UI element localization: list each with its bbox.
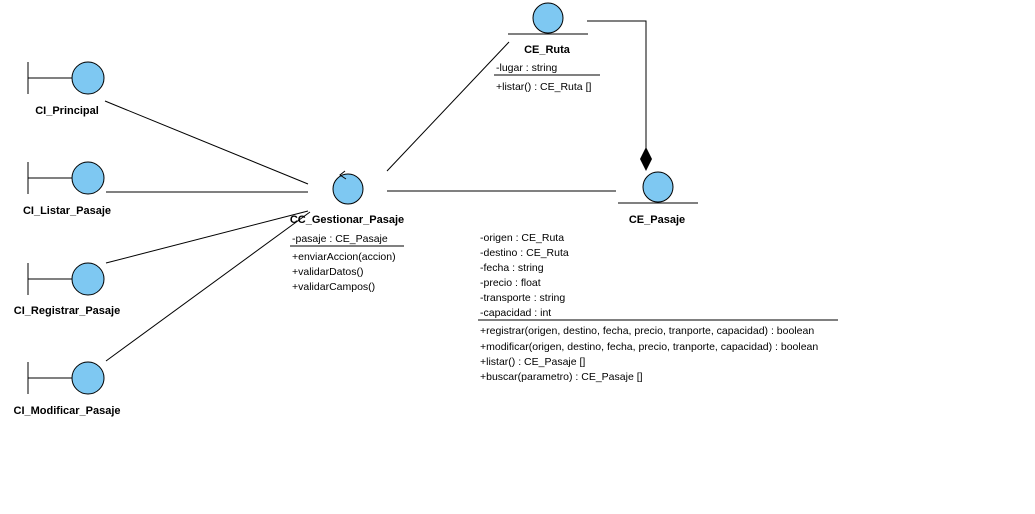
control-operation: +validarCampos() (292, 281, 375, 293)
boundary-icon (27, 262, 105, 296)
entity-attribute: -lugar : string (496, 62, 557, 74)
entity-icon (508, 2, 588, 35)
entity-operation: +registrar(origen, destino, fecha, preci… (480, 325, 814, 337)
entity-attribute: -destino : CE_Ruta (480, 247, 569, 259)
entity-ce-pasaje[interactable]: CE_Pasaje -origen : CE_Ruta -destino : C… (478, 171, 838, 383)
relation-ci-principal-to-control (104, 100, 309, 185)
boundary-label: CI_Registrar_Pasaje (14, 305, 120, 317)
entity-label: CE_Pasaje (629, 214, 685, 226)
entity-operation: +listar() : CE_Ruta [] (496, 81, 591, 93)
relation-ci-registrar-to-control (105, 210, 309, 264)
control-operation: +enviarAccion(accion) (292, 251, 396, 263)
relations (104, 20, 652, 362)
entity-operation: +buscar(parametro) : CE_Pasaje [] (480, 371, 643, 383)
entity-icon (618, 171, 698, 204)
relation-ci-modificar-to-control (105, 211, 311, 362)
boundary-ci-listar-pasaje[interactable]: CI_Listar_Pasaje (23, 161, 111, 217)
boundary-icon (27, 61, 105, 95)
control-operation: +validarDatos() (292, 266, 364, 278)
entity-attribute: -origen : CE_Ruta (480, 232, 564, 244)
boundary-icon (27, 361, 105, 395)
relation-ruta-to-pasaje-composition (587, 20, 647, 148)
boundary-ci-modificar-pasaje[interactable]: CI_Modificar_Pasaje (14, 361, 121, 417)
boundary-ci-principal[interactable]: CI_Principal (27, 61, 105, 117)
control-icon (332, 170, 364, 205)
control-attribute: -pasaje : CE_Pasaje (292, 233, 388, 245)
entity-operation: +listar() : CE_Pasaje [] (480, 356, 585, 368)
entity-label: CE_Ruta (524, 44, 571, 56)
entity-ce-ruta[interactable]: CE_Ruta -lugar : string +listar() : CE_R… (494, 2, 600, 93)
boundary-label: CI_Principal (35, 105, 99, 117)
entity-attribute: -precio : float (480, 277, 541, 289)
entity-attribute: -transporte : string (480, 292, 565, 304)
boundary-label: CI_Listar_Pasaje (23, 205, 111, 217)
control-label: CC_Gestionar_Pasaje (290, 214, 404, 226)
entity-attribute: -fecha : string (480, 262, 544, 274)
relation-control-to-ruta (386, 41, 510, 172)
composition-diamond-icon (640, 147, 652, 171)
entity-attribute: -capacidad : int (480, 307, 551, 319)
entity-operation: +modificar(origen, destino, fecha, preci… (480, 341, 818, 353)
boundary-ci-registrar-pasaje[interactable]: CI_Registrar_Pasaje (14, 262, 120, 317)
boundary-label: CI_Modificar_Pasaje (14, 405, 121, 417)
boundary-icon (27, 161, 105, 195)
control-cc-gestionar-pasaje[interactable]: CC_Gestionar_Pasaje -pasaje : CE_Pasaje … (290, 170, 404, 293)
